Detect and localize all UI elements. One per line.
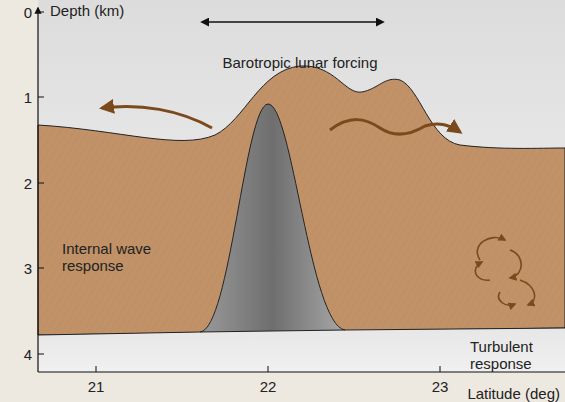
tick-label: 1	[24, 89, 32, 106]
tick-label: 4	[24, 346, 32, 363]
tick-label: 2	[24, 175, 32, 192]
tick-label: 3	[24, 260, 32, 277]
tick-label: 0	[24, 4, 32, 21]
tick-label: 23	[432, 378, 449, 395]
forcing-label: Barotropic lunar forcing	[222, 54, 377, 71]
axis-title: Depth (km)	[50, 2, 124, 19]
tick-label: 21	[88, 378, 105, 395]
region-label: Internal wave response	[62, 240, 157, 274]
axis-title: Latitude (deg)	[467, 385, 560, 402]
tick-label: 22	[260, 378, 277, 395]
region-label: Turbulent response	[470, 338, 550, 372]
